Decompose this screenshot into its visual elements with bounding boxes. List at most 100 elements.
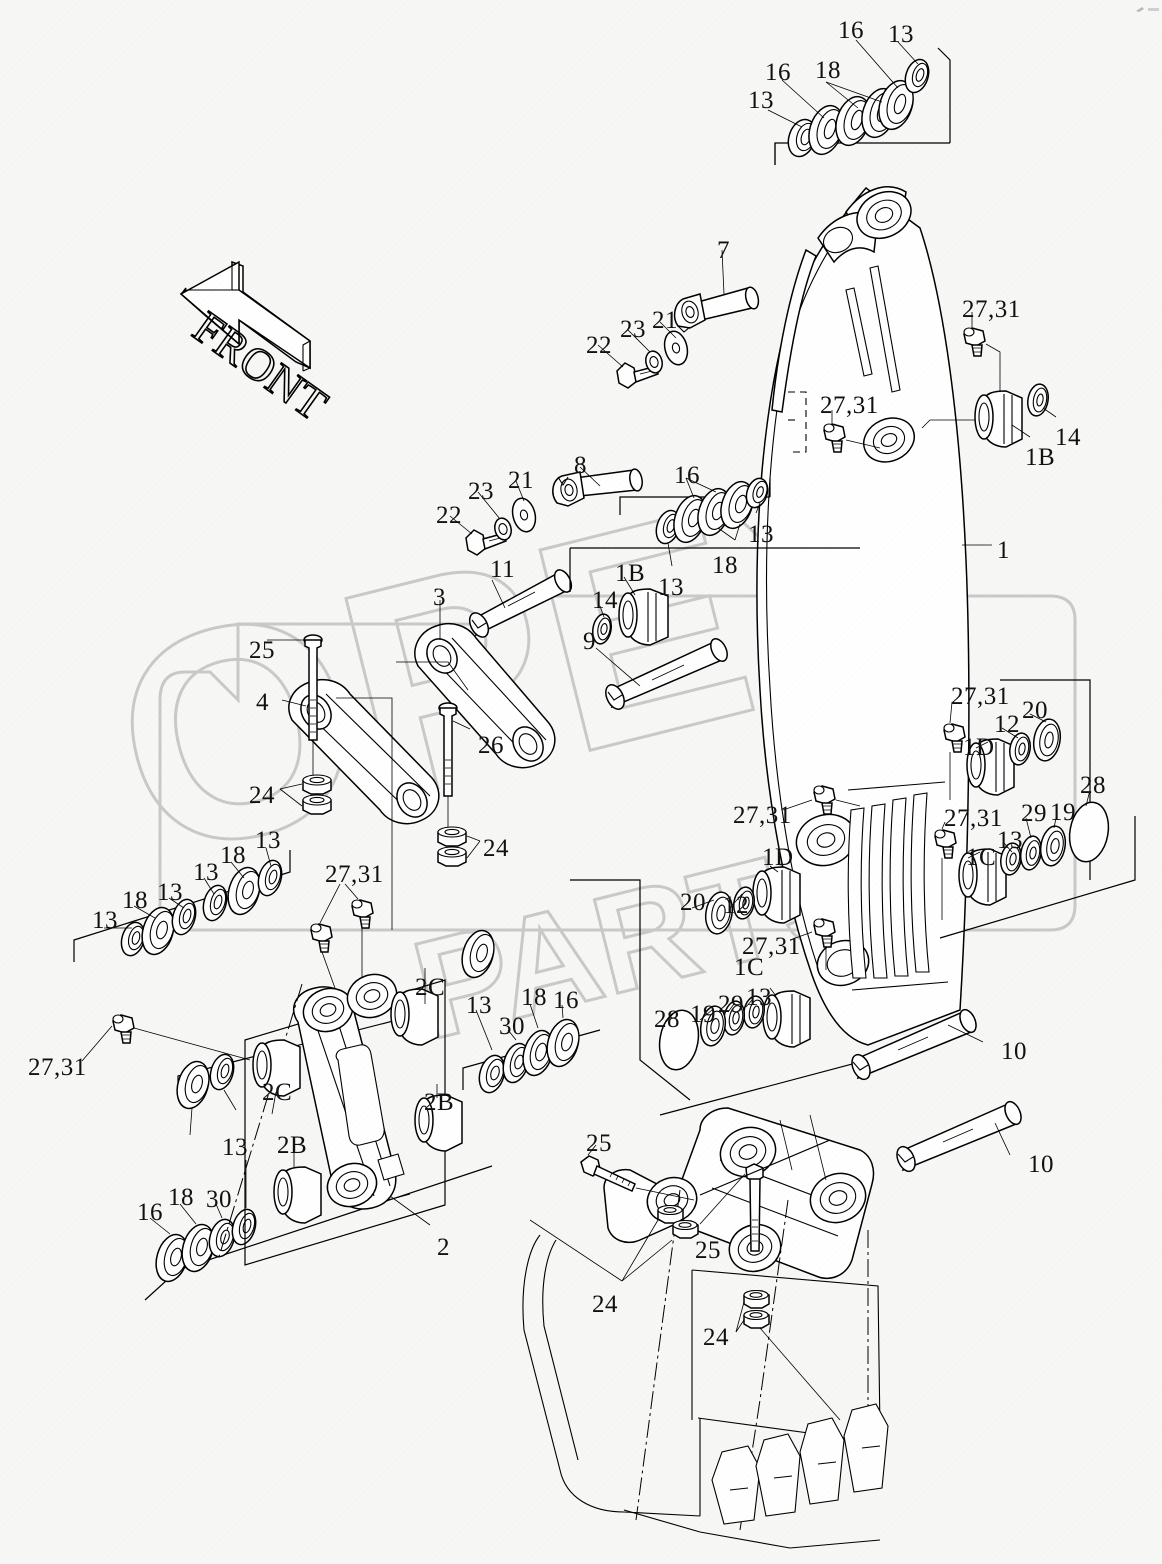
- callout-1B-c23: 1B: [615, 560, 646, 587]
- callout-18-c73: 18: [168, 1184, 194, 1211]
- shim-stack-top-right: [767, 39, 951, 165]
- callout-11-c21: 11: [490, 556, 516, 583]
- callout-24-c35: 24: [249, 782, 275, 809]
- pin-part-7: [673, 249, 760, 333]
- callout-24-c43: 24: [483, 835, 509, 862]
- callout-13-c70: 13: [222, 1134, 248, 1161]
- callout-2-c77: 2: [437, 1234, 450, 1261]
- shim-stack-middle: [619, 477, 771, 567]
- callout-13-c05: 13: [748, 87, 774, 114]
- callout-27-31-c48: 27,31: [325, 861, 384, 888]
- callout-2B-c68: 2B: [424, 1089, 455, 1116]
- callout-27-31-c54: 27,31: [742, 933, 801, 960]
- bushing-2c-a: [252, 1039, 301, 1115]
- grease-fitting-icon: [789, 918, 836, 970]
- bushing-1c-lower: [658, 987, 906, 1116]
- retainer-hardware-upper: [597, 321, 689, 389]
- grease-fitting-icon: [823, 410, 881, 453]
- callout-2C-c67: 2C: [262, 1079, 293, 1106]
- callout-18-c46: 18: [220, 842, 246, 869]
- retainer-hardware-lower: [449, 480, 537, 556]
- callout-29-c62: 29: [718, 991, 744, 1018]
- callout-28-c36: 28: [1080, 772, 1106, 799]
- grease-fitting-icon: [344, 883, 374, 990]
- bushing-1b-middle: [592, 576, 669, 646]
- shim-stack-left-lower: [176, 1009, 437, 1136]
- callout-29-c39: 29: [1021, 800, 1047, 827]
- pin-part-8: [552, 466, 643, 507]
- callout-12-c31: 12: [994, 711, 1020, 738]
- pin-part-11: [468, 569, 573, 638]
- callout-1C-c42: 1C: [966, 844, 997, 871]
- callout-24-c79: 24: [703, 1324, 729, 1351]
- callout-30-c74: 30: [206, 1186, 232, 1213]
- callout-18-c49: 18: [122, 887, 148, 914]
- callout-3-c25: 3: [433, 584, 446, 611]
- callout-25-c28: 25: [249, 637, 275, 664]
- callout-13-c45: 13: [255, 827, 281, 854]
- pin-part-10-lower: [896, 1100, 1022, 1173]
- callout-13-c57: 13: [466, 992, 492, 1019]
- callout-1D-c33: 1D: [963, 734, 995, 761]
- callout-26-c34: 26: [478, 732, 504, 759]
- callout-24-c78: 24: [592, 1291, 618, 1318]
- bolt-26-right: [437, 702, 481, 867]
- callout-13-c41: 13: [997, 827, 1023, 854]
- callout-2B-c71: 2B: [277, 1132, 308, 1159]
- grease-fitting-icon: [943, 701, 966, 800]
- callout-23-c09: 23: [620, 316, 646, 343]
- callout-16-c17: 16: [674, 462, 700, 489]
- shim-stack-bottom-left: [144, 1160, 493, 1301]
- callout-13-c02: 13: [888, 21, 914, 48]
- shim-stack-left-upper: [73, 847, 291, 962]
- grease-fitting-icon: [782, 785, 861, 815]
- callout-7-c06: 7: [717, 237, 730, 264]
- callout-19-c40: 19: [1050, 799, 1076, 826]
- bushing-1d-lower: [570, 865, 801, 1101]
- callout-13-c52: 13: [92, 907, 118, 934]
- callout-27-31-c07: 27,31: [962, 296, 1021, 323]
- callout-18-c58: 18: [521, 984, 547, 1011]
- bolt-25-left: [267, 634, 332, 815]
- callout-27-31-c37: 27,31: [733, 802, 792, 829]
- callout-25-c69: 25: [586, 1130, 612, 1157]
- callout-22-c08: 22: [586, 332, 612, 359]
- callout-13-c50: 13: [157, 879, 183, 906]
- grease-fitting-icon: [934, 821, 957, 920]
- callout-1-c20: 1: [997, 537, 1010, 564]
- callout-10-c72: 10: [1028, 1151, 1054, 1178]
- callout-9-c27: 9: [583, 628, 596, 655]
- callout-21-c15: 21: [508, 467, 534, 494]
- bolt-25-bucket-left: [529, 1144, 699, 1282]
- callout-27-31-c29: 27,31: [951, 683, 1010, 710]
- callout-20-c53: 20: [680, 889, 706, 916]
- callout-21-c10: 21: [652, 307, 678, 334]
- main-arm-part-1: [756, 186, 970, 1046]
- callout-19-c61: 19: [690, 1001, 716, 1028]
- callout-27-31-c38: 27,31: [944, 805, 1003, 832]
- bushing-1d-upper: [966, 679, 1091, 880]
- callout-16-c75: 16: [137, 1199, 163, 1226]
- callout-1D-c44: 1D: [762, 844, 794, 871]
- leader-lines: [569, 143, 992, 1196]
- shim-stack-center: [461, 929, 601, 1094]
- callout-30-c65: 30: [499, 1013, 525, 1040]
- callout-23-c14: 23: [468, 478, 494, 505]
- callout-8-c16: 8: [574, 452, 587, 479]
- grease-fitting-group: [81, 312, 1001, 1062]
- callout-22-c18: 22: [436, 502, 462, 529]
- callout-28-c60: 28: [654, 1006, 680, 1033]
- watermark-frame: [158, 594, 1077, 932]
- callout-14-c26: 14: [592, 587, 618, 614]
- callout-20-c30: 20: [1022, 697, 1048, 724]
- bushing-2c-b: [390, 968, 439, 1046]
- callout-16-c01: 16: [838, 17, 864, 44]
- callout-13-c63: 13: [746, 984, 772, 1011]
- grease-fitting-icon: [81, 1014, 251, 1062]
- bushing-2b-a: [414, 1084, 463, 1152]
- bushing-2b-b: [273, 1148, 322, 1224]
- callout-13-c24: 13: [658, 574, 684, 601]
